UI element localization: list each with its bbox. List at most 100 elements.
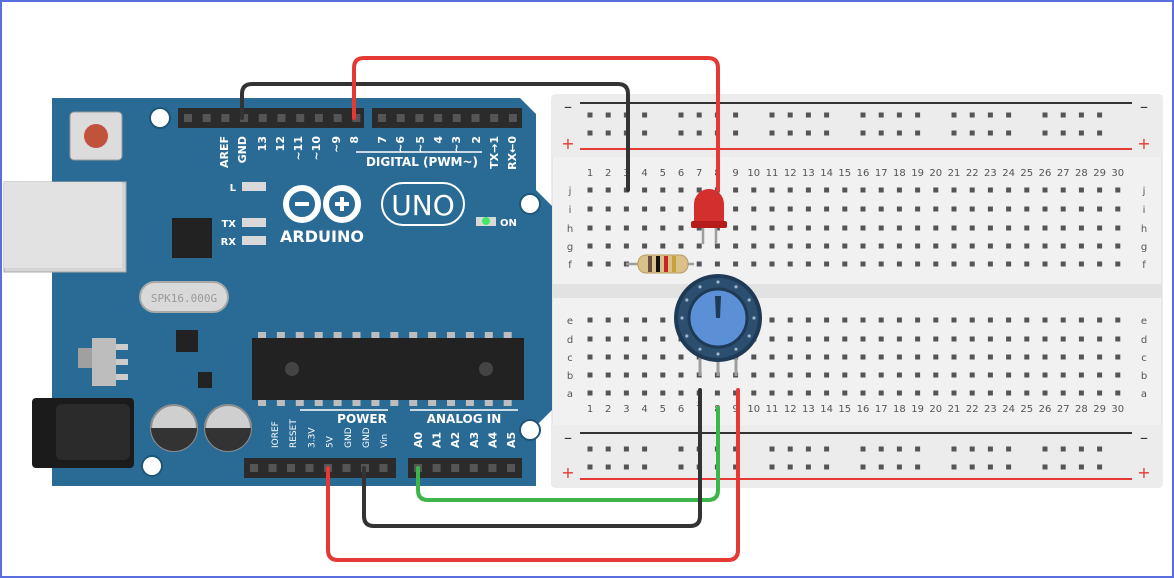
header-pin-hole[interactable] — [277, 114, 286, 122]
breadboard-hole[interactable] — [696, 261, 702, 267]
breadboard-hole[interactable] — [587, 390, 593, 396]
breadboard-hole[interactable] — [1006, 336, 1012, 342]
breadboard-hole[interactable] — [751, 206, 757, 212]
breadboard-hole[interactable] — [1042, 317, 1048, 323]
breadboard-hole[interactable] — [733, 390, 739, 396]
breadboard-hole[interactable] — [751, 354, 757, 360]
breadboard-hole[interactable] — [969, 187, 975, 193]
rail-hole[interactable] — [605, 464, 611, 470]
breadboard-hole[interactable] — [896, 243, 902, 249]
breadboard-hole[interactable] — [878, 187, 884, 193]
header-pin-hole[interactable] — [471, 114, 480, 122]
rail-hole[interactable] — [824, 130, 830, 136]
rail-hole[interactable] — [1097, 130, 1103, 136]
breadboard-hole[interactable] — [951, 261, 957, 267]
rail-hole[interactable] — [824, 112, 830, 118]
rail-hole[interactable] — [678, 130, 684, 136]
breadboard-hole[interactable] — [860, 336, 866, 342]
breadboard-hole[interactable] — [769, 372, 775, 378]
breadboard-hole[interactable] — [824, 187, 830, 193]
rail-hole[interactable] — [951, 112, 957, 118]
breadboard-hole[interactable] — [1115, 317, 1121, 323]
breadboard-hole[interactable] — [824, 206, 830, 212]
rail-hole[interactable] — [896, 464, 902, 470]
breadboard-hole[interactable] — [1006, 187, 1012, 193]
rail-hole[interactable] — [587, 446, 593, 452]
breadboard-hole[interactable] — [860, 243, 866, 249]
breadboard-hole[interactable] — [805, 390, 811, 396]
breadboard-hole[interactable] — [1115, 187, 1121, 193]
header-pin-hole[interactable] — [314, 114, 323, 122]
breadboard-hole[interactable] — [1115, 225, 1121, 231]
header-pin-hole[interactable] — [488, 464, 497, 472]
breadboard-hole[interactable] — [787, 336, 793, 342]
breadboard-hole[interactable] — [1006, 243, 1012, 249]
rail-hole[interactable] — [587, 130, 593, 136]
rail-hole[interactable] — [733, 130, 739, 136]
breadboard-hole[interactable] — [1097, 206, 1103, 212]
breadboard-hole[interactable] — [642, 354, 648, 360]
breadboard-hole[interactable] — [1060, 354, 1066, 360]
breadboard-hole[interactable] — [1042, 187, 1048, 193]
breadboard-hole[interactable] — [1115, 261, 1121, 267]
wire-gnd-to-pot[interactable] — [362, 388, 702, 528]
breadboard-hole[interactable] — [896, 354, 902, 360]
breadboard-hole[interactable] — [915, 390, 921, 396]
header-pin-hole[interactable] — [268, 464, 277, 472]
breadboard-hole[interactable] — [842, 390, 848, 396]
breadboard-hole[interactable] — [951, 372, 957, 378]
potentiometer[interactable] — [674, 274, 762, 376]
breadboard-hole[interactable] — [1078, 261, 1084, 267]
breadboard-hole[interactable] — [787, 225, 793, 231]
rail-hole[interactable] — [896, 112, 902, 118]
breadboard-hole[interactable] — [660, 390, 666, 396]
rail-hole[interactable] — [1078, 446, 1084, 452]
rail-hole[interactable] — [824, 446, 830, 452]
breadboard-hole[interactable] — [623, 317, 629, 323]
rail-hole[interactable] — [642, 112, 648, 118]
breadboard-hole[interactable] — [915, 206, 921, 212]
resistor[interactable] — [626, 254, 694, 274]
breadboard-hole[interactable] — [969, 336, 975, 342]
breadboard-hole[interactable] — [1097, 261, 1103, 267]
rail-hole[interactable] — [1060, 112, 1066, 118]
breadboard-hole[interactable] — [805, 187, 811, 193]
breadboard-hole[interactable] — [933, 317, 939, 323]
rail-hole[interactable] — [769, 112, 775, 118]
rail-hole[interactable] — [1078, 112, 1084, 118]
breadboard-hole[interactable] — [751, 225, 757, 231]
breadboard-hole[interactable] — [1060, 243, 1066, 249]
breadboard-hole[interactable] — [751, 187, 757, 193]
breadboard-hole[interactable] — [678, 225, 684, 231]
breadboard-hole[interactable] — [805, 261, 811, 267]
wire-gnd-to-breadboard[interactable] — [240, 82, 630, 192]
breadboard-hole[interactable] — [1060, 206, 1066, 212]
breadboard-hole[interactable] — [860, 187, 866, 193]
breadboard-hole[interactable] — [1115, 336, 1121, 342]
rail-hole[interactable] — [1078, 130, 1084, 136]
breadboard-hole[interactable] — [787, 187, 793, 193]
breadboard-hole[interactable] — [951, 225, 957, 231]
breadboard-hole[interactable] — [860, 390, 866, 396]
header-pin-hole[interactable] — [452, 114, 461, 122]
breadboard-hole[interactable] — [987, 390, 993, 396]
breadboard-hole[interactable] — [1078, 390, 1084, 396]
breadboard-hole[interactable] — [1078, 225, 1084, 231]
rail-hole[interactable] — [678, 446, 684, 452]
breadboard-hole[interactable] — [1097, 243, 1103, 249]
breadboard-hole[interactable] — [878, 336, 884, 342]
breadboard-hole[interactable] — [769, 206, 775, 212]
breadboard-hole[interactable] — [642, 336, 648, 342]
breadboard-hole[interactable] — [1060, 225, 1066, 231]
rail-hole[interactable] — [769, 446, 775, 452]
header-pin-hole[interactable] — [352, 114, 361, 122]
breadboard-hole[interactable] — [1115, 243, 1121, 249]
rail-hole[interactable] — [587, 464, 593, 470]
breadboard-hole[interactable] — [933, 354, 939, 360]
breadboard-hole[interactable] — [642, 390, 648, 396]
breadboard-hole[interactable] — [842, 243, 848, 249]
breadboard-hole[interactable] — [1097, 390, 1103, 396]
breadboard-hole[interactable] — [969, 372, 975, 378]
breadboard-hole[interactable] — [587, 243, 593, 249]
